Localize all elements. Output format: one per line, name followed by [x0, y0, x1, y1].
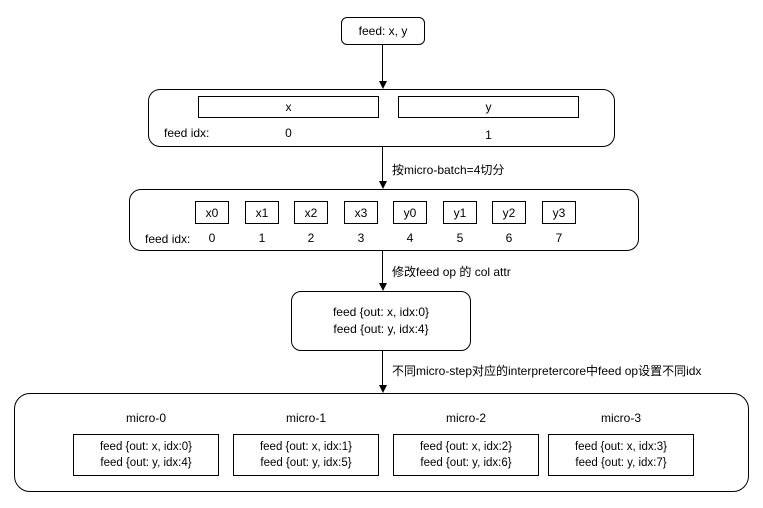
arrow-feedop-to-micro: [378, 351, 387, 393]
split-cell-label: x2: [304, 205, 318, 220]
batch-y-idx: 1: [485, 128, 492, 142]
split-cell-x1: x1 1: [237, 201, 287, 245]
split-cell-y0: y0 4: [385, 201, 435, 245]
split-cell-box: y1: [443, 201, 477, 224]
arrow-head-icon: [378, 181, 387, 189]
feed-op-line-2: feed {out: y, idx:4}: [333, 322, 429, 336]
split-cell-idx: 3: [357, 231, 365, 245]
split-arrow-label: 按micro-batch=4切分: [392, 163, 505, 177]
split-feed-idx-label: feed idx:: [145, 232, 191, 246]
micro-1-box: feed {out: x, idx:1} feed {out: y, idx:5…: [233, 434, 379, 476]
split-cell-y1: y1 5: [435, 201, 485, 245]
micro-0-line-2: feed {out: y, idx:4}: [100, 457, 192, 469]
split-cell-idx: 5: [456, 231, 464, 245]
feed-op-box: feed {out: x, idx:0} feed {out: y, idx:4…: [291, 291, 471, 351]
split-cell-box: x2: [294, 201, 328, 224]
split-cell-label: x1: [255, 205, 269, 220]
micro-0-title: micro-0: [125, 411, 166, 425]
split-cell-box: x0: [195, 201, 229, 224]
micro-3-box: feed {out: x, idx:3} feed {out: y, idx:7…: [548, 434, 694, 476]
feed-op-line-1: feed {out: x, idx:0}: [332, 305, 430, 319]
split-cell-idx: 0: [208, 231, 216, 245]
micro-1-title: micro-1: [285, 411, 326, 425]
arrow-shaft: [382, 45, 383, 81]
micro-2-box: feed {out: x, idx:2} feed {out: y, idx:6…: [393, 434, 539, 476]
micro-1-line-2: feed {out: y, idx:5}: [260, 457, 352, 469]
micro-3-column: micro-3 feed {out: x, idx:3} feed {out: …: [548, 411, 694, 476]
split-cell-y3: y3 7: [534, 201, 584, 245]
micro-0-box: feed {out: x, idx:0} feed {out: y, idx:4…: [73, 434, 219, 476]
arrow-split-to-feedop: [378, 251, 387, 291]
arrow-batch-to-split: [378, 147, 387, 189]
micro-2-line-2: feed {out: y, idx:6}: [420, 457, 512, 469]
col-attr-arrow-label: 修改feed op 的 col attr: [392, 265, 511, 279]
feed-source-label: feed: x, y: [358, 24, 408, 38]
batch-x-label: x: [285, 100, 292, 114]
split-cell-idx: 6: [505, 231, 513, 245]
micro-step-arrow-label: 不同micro-step对应的interpretercore中feed op设置…: [392, 364, 702, 378]
split-cell-label: y2: [502, 205, 516, 220]
arrow-head-icon: [378, 81, 387, 89]
arrow-feed-to-batch: [378, 45, 387, 89]
split-cell-x3: x3 3: [336, 201, 386, 245]
micro-0-line-1: feed {out: x, idx:0}: [99, 441, 193, 453]
split-cell-box: y3: [542, 201, 576, 224]
batch-feed-idx-label: feed idx:: [164, 126, 210, 140]
batch-y-box: y: [398, 96, 579, 118]
micro-2-line-1: feed {out: x, idx:2}: [419, 441, 513, 453]
split-cell-label: x3: [354, 205, 368, 220]
arrow-shaft: [382, 351, 383, 385]
micro-3-line-2: feed {out: y, idx:7}: [575, 457, 667, 469]
split-container: feed idx: x0 0 x1 1 x2 2 x3 3 y0 4 y1 5 …: [129, 189, 639, 251]
micro-2-title: micro-2: [445, 411, 486, 425]
split-cell-box: y2: [492, 201, 526, 224]
split-cell-x0: x0 0: [187, 201, 237, 245]
batch-y-label: y: [485, 100, 492, 114]
split-cell-label: y3: [552, 205, 566, 220]
micro-2-column: micro-2 feed {out: x, idx:2} feed {out: …: [393, 411, 539, 476]
split-cell-y2: y2 6: [484, 201, 534, 245]
split-cell-idx: 1: [258, 231, 266, 245]
split-cell-x2: x2 2: [286, 201, 336, 245]
micro-1-line-1: feed {out: x, idx:1}: [259, 441, 353, 453]
batch-x-box: x: [198, 96, 379, 118]
split-cell-label: x0: [205, 205, 219, 220]
micro-3-title: micro-3: [600, 411, 641, 425]
arrow-shaft: [382, 251, 383, 283]
micro-0-column: micro-0 feed {out: x, idx:0} feed {out: …: [73, 411, 219, 476]
arrow-head-icon: [378, 283, 387, 291]
split-cell-label: y1: [453, 205, 467, 220]
micro-1-column: micro-1 feed {out: x, idx:1} feed {out: …: [233, 411, 379, 476]
split-cell-box: y0: [393, 201, 427, 224]
batch-container: x y feed idx: 0 1: [148, 89, 615, 147]
split-cell-idx: 2: [307, 231, 315, 245]
micro-steps-container: micro-0 feed {out: x, idx:0} feed {out: …: [14, 393, 749, 492]
split-cell-box: x1: [245, 201, 279, 224]
arrow-head-icon: [378, 385, 387, 393]
split-cell-idx: 7: [555, 231, 563, 245]
split-cell-box: x3: [344, 201, 378, 224]
batch-x-idx: 0: [285, 126, 292, 140]
split-cell-idx: 4: [406, 231, 414, 245]
split-cell-label: y0: [403, 205, 417, 220]
arrow-shaft: [382, 147, 383, 181]
micro-3-line-1: feed {out: x, idx:3}: [574, 441, 668, 453]
feed-source-box: feed: x, y: [341, 17, 425, 45]
